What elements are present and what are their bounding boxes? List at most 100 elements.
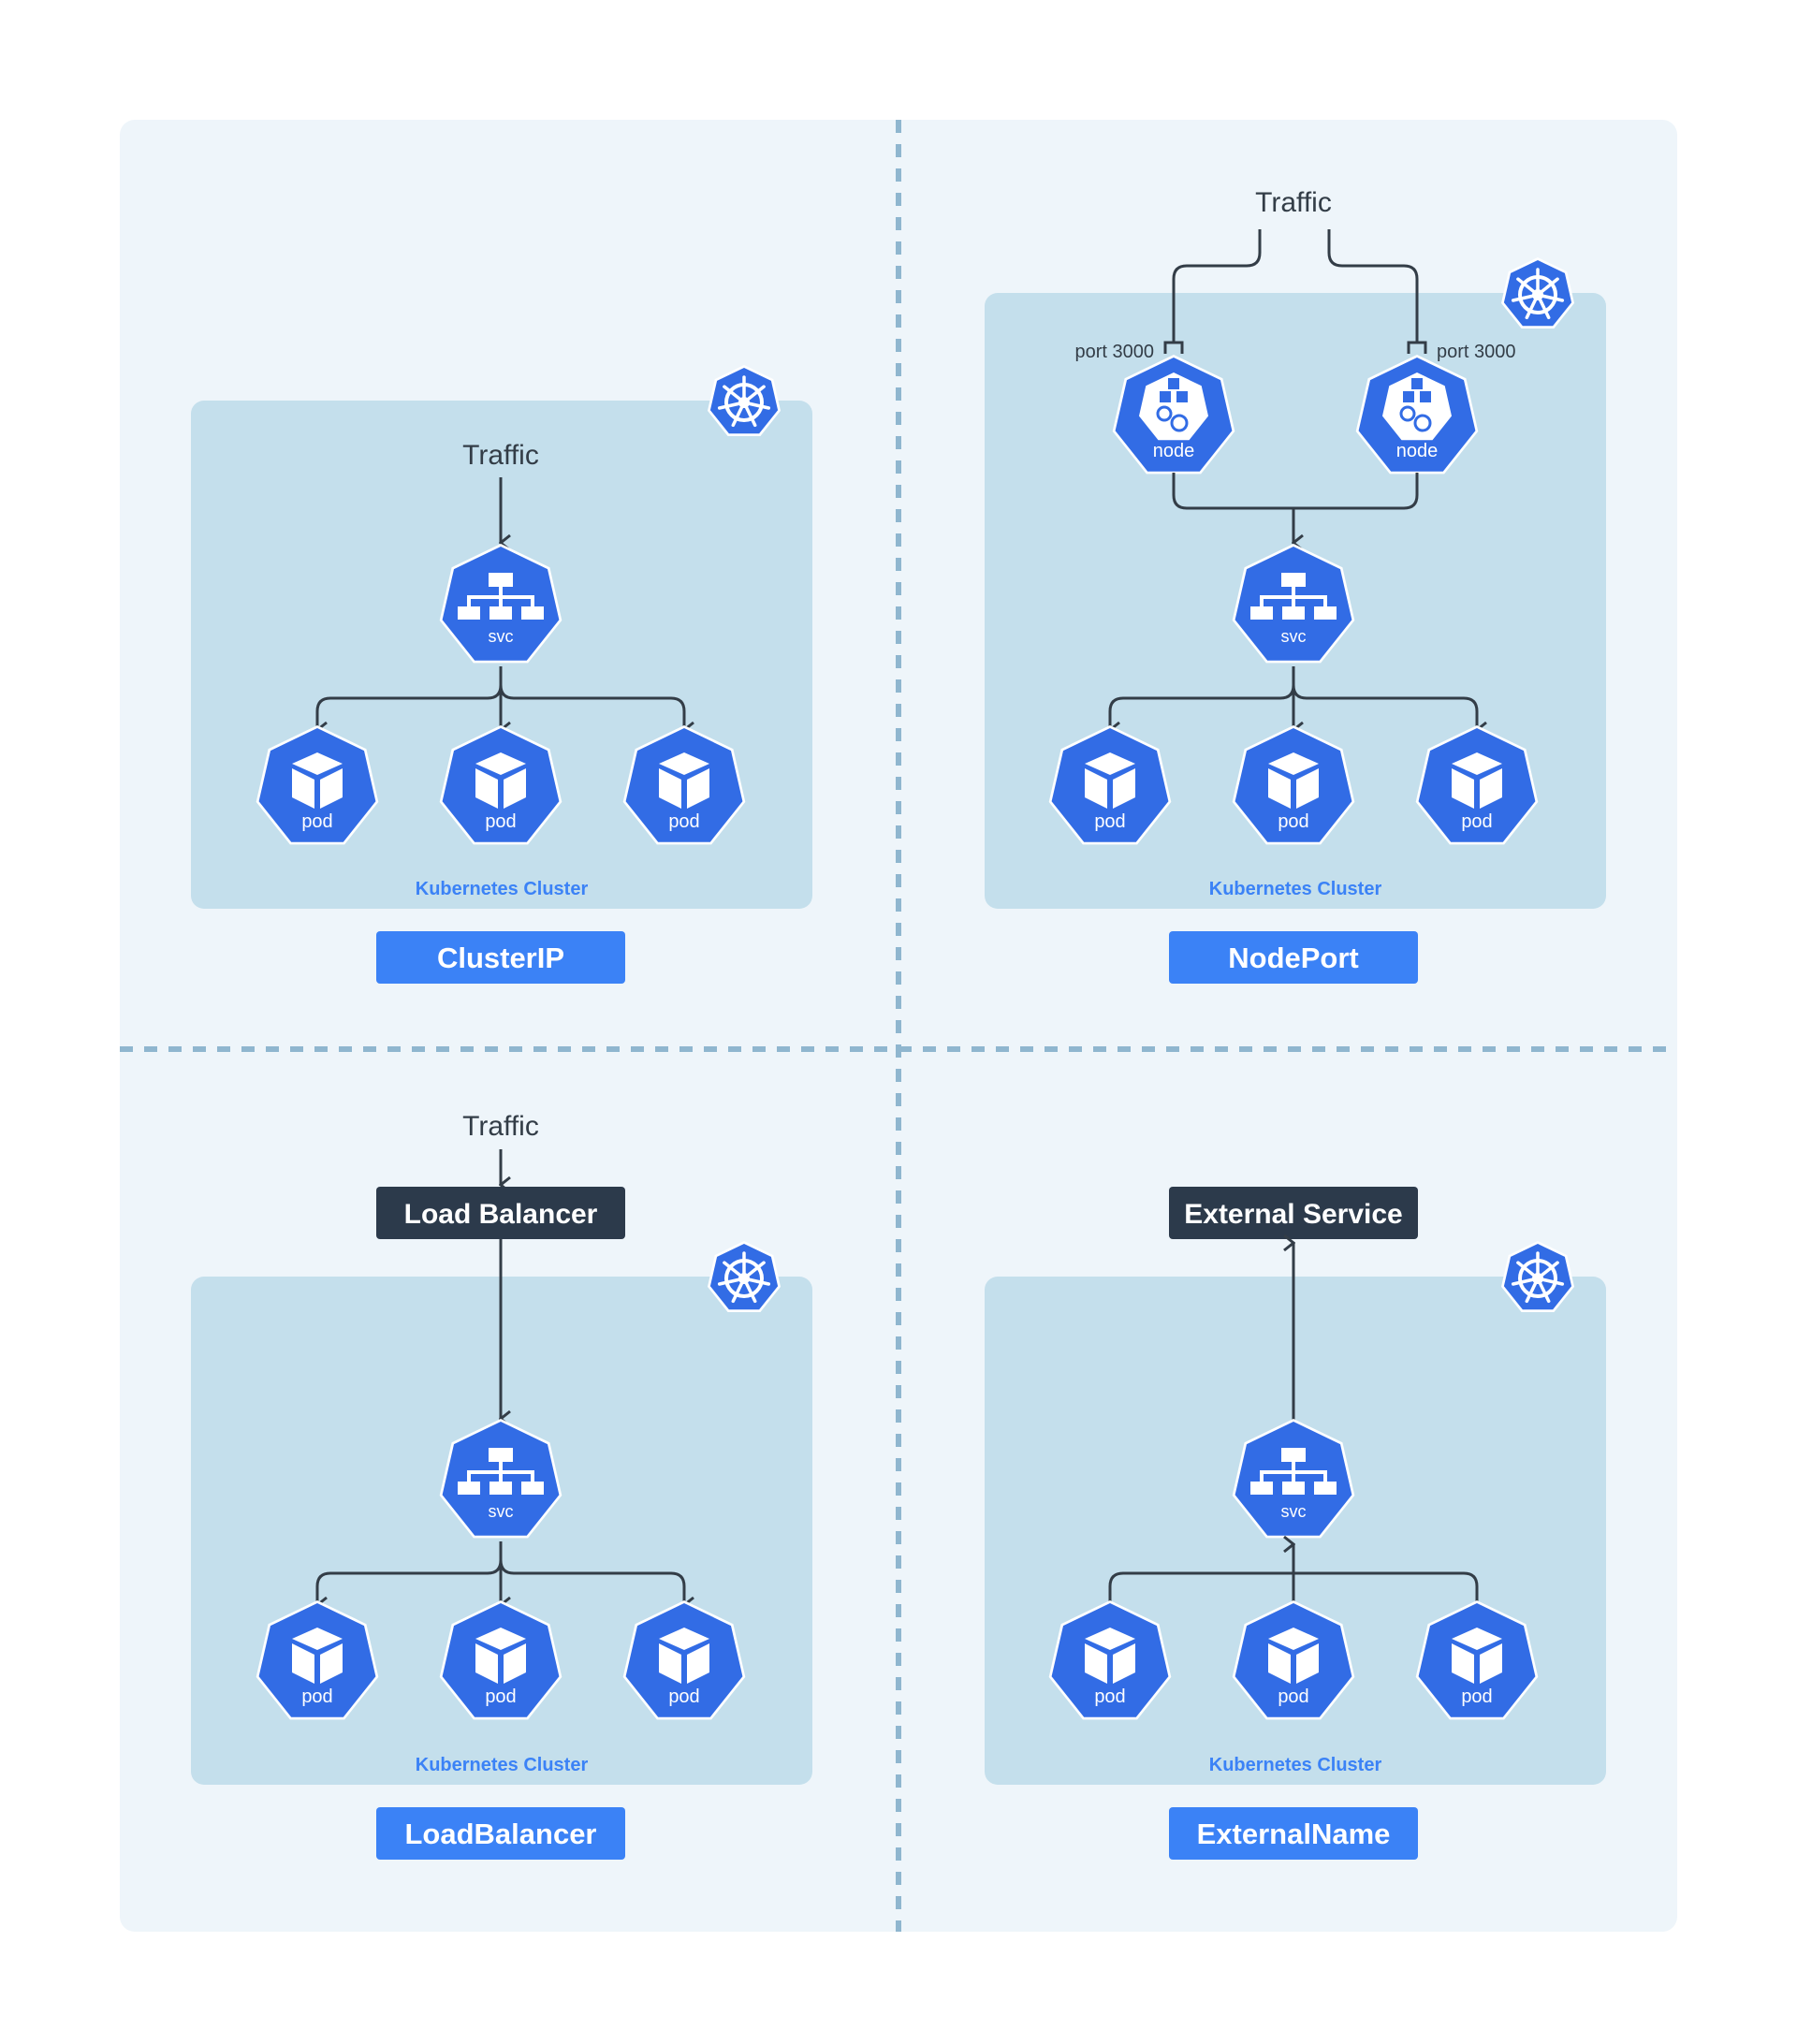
kubernetes-helm-icon	[1501, 257, 1574, 328]
pod-label: pod	[1094, 811, 1125, 832]
pod-label: pod	[485, 811, 516, 832]
connector-line	[499, 1541, 684, 1605]
pod-icon: pod	[439, 725, 562, 845]
svc-network-icon	[489, 1448, 513, 1462]
cluster-label: Kubernetes Cluster	[1209, 1755, 1382, 1775]
icon-badge	[1235, 728, 1352, 842]
traffic-label: Traffic	[462, 1111, 539, 1142]
svc-icon: svc	[439, 544, 562, 664]
pod-cube-icon	[1452, 752, 1502, 775]
connector-line	[1172, 473, 1419, 510]
pod-icon: pod	[622, 1600, 746, 1720]
connector-line	[1327, 229, 1419, 343]
cluster-label: Kubernetes Cluster	[1209, 879, 1382, 899]
pod-cube-icon	[1085, 1628, 1135, 1650]
node-label: node	[1396, 441, 1439, 461]
external-service-box-label: External Service	[1184, 1199, 1402, 1230]
svc-icon: svc	[1232, 544, 1355, 664]
pod-label: pod	[301, 1686, 332, 1707]
service-type-title: ClusterIP	[376, 931, 625, 984]
pod-label: pod	[485, 1686, 516, 1707]
pod-icon: pod	[1232, 1600, 1355, 1720]
cluster-label: Kubernetes Cluster	[416, 1755, 589, 1775]
svc-icon: svc	[439, 1419, 562, 1539]
pod-label: pod	[1094, 1686, 1125, 1707]
pod-icon: pod	[1048, 1600, 1172, 1720]
pod-icon: pod	[256, 725, 379, 845]
pod-icon: pod	[1048, 725, 1172, 845]
port-bracket	[1163, 341, 1184, 354]
load-balancer-box: Load Balancer	[376, 1187, 625, 1239]
icon-badge	[625, 1603, 743, 1717]
title-label: LoadBalancer	[404, 1818, 596, 1850]
svc-label: svc	[489, 1502, 514, 1521]
svc-network-icon	[489, 573, 513, 587]
pod-label: pod	[668, 811, 699, 832]
cluster-label: Kubernetes Cluster	[416, 879, 589, 899]
svc-icon: svc	[1232, 1419, 1355, 1539]
pod-cube-icon	[292, 752, 343, 775]
port-bracket	[1407, 341, 1427, 354]
pod-cube-icon	[659, 1628, 709, 1650]
node-label: node	[1153, 441, 1195, 461]
icon-badge	[442, 728, 560, 842]
service-type-title: NodePort	[1169, 931, 1418, 984]
connector-line	[1293, 1571, 1479, 1605]
svc-label: svc	[1281, 627, 1307, 646]
pod-label: pod	[301, 811, 332, 832]
connector-line	[1292, 666, 1477, 730]
pod-cube-icon	[292, 1628, 343, 1650]
icon-badge	[1235, 1603, 1352, 1717]
service-type-title: LoadBalancer	[376, 1807, 625, 1860]
icon-badge	[442, 1603, 560, 1717]
pod-label: pod	[1461, 811, 1492, 832]
node-icon: node	[1112, 355, 1235, 474]
kubernetes-helm-icon	[708, 365, 781, 436]
connector-line	[499, 666, 684, 730]
pod-label: pod	[1278, 811, 1308, 832]
icon-badge	[1051, 728, 1169, 842]
pod-cube-icon	[1268, 752, 1319, 775]
pod-icon: pod	[256, 1600, 379, 1720]
service-type-title: ExternalName	[1169, 1807, 1418, 1860]
icon-badge	[258, 1603, 376, 1717]
connector-line	[1172, 229, 1262, 343]
pod-label: pod	[668, 1686, 699, 1707]
pod-label: pod	[1461, 1686, 1492, 1707]
external-service-box: External Service	[1169, 1187, 1418, 1239]
kubernetes-helm-icon	[708, 1241, 781, 1312]
title-label: NodePort	[1228, 942, 1359, 974]
svc-label: svc	[489, 627, 514, 646]
svc-network-icon	[1281, 1448, 1306, 1462]
icon-badge	[1418, 1603, 1536, 1717]
traffic-label: Traffic	[462, 440, 539, 471]
pod-icon: pod	[1415, 1600, 1539, 1720]
port-label: port 3000	[1437, 342, 1516, 362]
connector-line	[1108, 1571, 1293, 1605]
kubernetes-helm-icon	[1501, 1241, 1574, 1312]
pod-cube-icon	[475, 752, 526, 775]
load-balancer-box-label: Load Balancer	[404, 1199, 598, 1230]
pod-icon: pod	[439, 1600, 562, 1720]
pod-label: pod	[1278, 1686, 1308, 1707]
svc-network-icon	[1281, 573, 1306, 587]
port-label: port 3000	[1074, 342, 1154, 362]
pod-cube-icon	[1452, 1628, 1502, 1650]
node-icon: node	[1355, 355, 1479, 474]
icon-badge	[1051, 1603, 1169, 1717]
pod-cube-icon	[1085, 752, 1135, 775]
pod-cube-icon	[1268, 1628, 1319, 1650]
pod-icon: pod	[622, 725, 746, 845]
traffic-label: Traffic	[1255, 187, 1332, 218]
icon-badge	[1418, 728, 1536, 842]
pod-cube-icon	[475, 1628, 526, 1650]
pod-cube-icon	[659, 752, 709, 775]
svc-label: svc	[1281, 1502, 1307, 1521]
pod-icon: pod	[1232, 725, 1355, 845]
icon-badge	[625, 728, 743, 842]
title-label: ClusterIP	[437, 942, 564, 974]
node-cubes-gears-icon	[1139, 372, 1208, 441]
icon-badge	[258, 728, 376, 842]
title-label: ExternalName	[1197, 1818, 1391, 1850]
